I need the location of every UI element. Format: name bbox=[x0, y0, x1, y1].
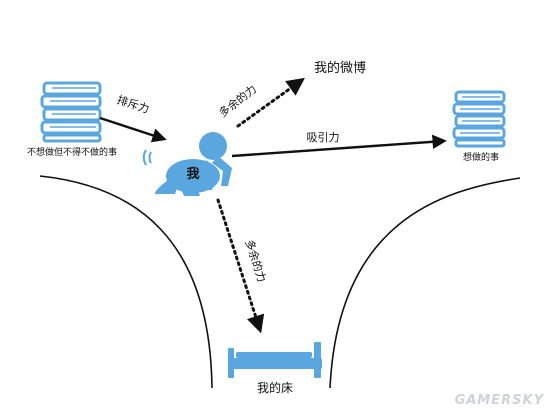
dont-want-label: 不想做但不得不做的事 bbox=[27, 146, 117, 158]
extra-force-down-label: 多余的力 bbox=[242, 238, 269, 284]
book-stack-left-icon bbox=[40, 81, 102, 143]
extra-force-down-arrow bbox=[216, 198, 265, 334]
repulsion-label: 排斥力 bbox=[115, 92, 151, 116]
book-stack-right-icon bbox=[452, 90, 506, 148]
want-label: 想做的事 bbox=[463, 151, 499, 163]
extra-force-up-arrow bbox=[236, 77, 305, 128]
wiggle-marks-icon bbox=[142, 149, 152, 166]
repulsion-arrow bbox=[99, 116, 167, 143]
bed-icon bbox=[228, 342, 322, 378]
watermark: GAMERSKY bbox=[455, 393, 545, 408]
bed-label: 我的床 bbox=[257, 380, 293, 395]
attraction-label: 吸引力 bbox=[307, 130, 340, 144]
weibo-label: 我的微博 bbox=[314, 60, 366, 76]
baby-label: 我 bbox=[186, 166, 199, 182]
right-valley-curve bbox=[329, 177, 521, 389]
left-valley-curve bbox=[39, 175, 213, 389]
baby-icon bbox=[154, 132, 232, 196]
attraction-arrow bbox=[231, 134, 447, 158]
